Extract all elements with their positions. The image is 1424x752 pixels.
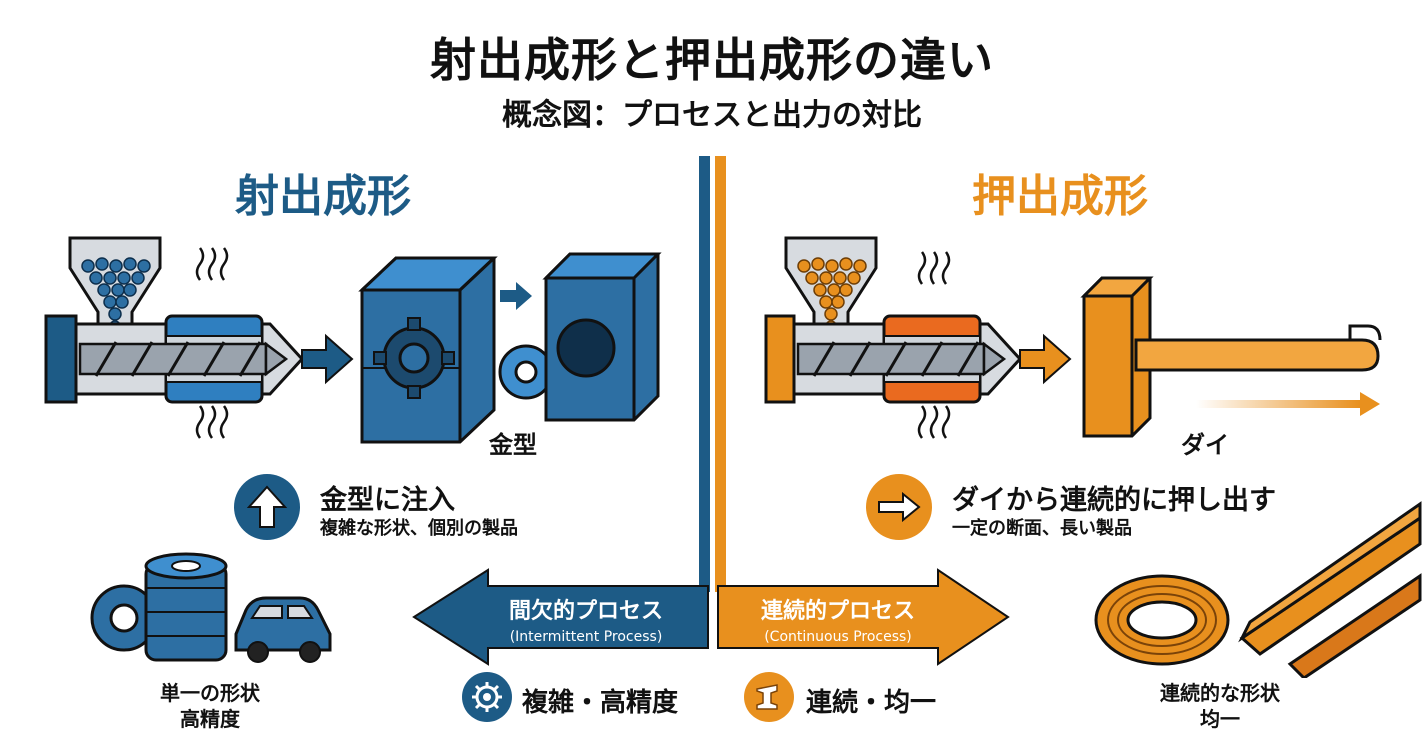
heat-wave-icon	[917, 251, 951, 439]
hopper	[784, 236, 878, 334]
injection-action-desc: 複雑な形状、個別の製品	[320, 518, 518, 539]
divider-extrusion	[715, 156, 726, 592]
intermittent-process-en: (Intermittent Process)	[509, 629, 663, 645]
injection-output-label: 単一の形状 高精度	[130, 680, 290, 732]
injection-machine-illustration	[44, 236, 354, 439]
extrusion-machine-illustration	[764, 236, 1072, 439]
beam-profile-icon	[744, 672, 794, 722]
continuous-process-title: 連続的プロセス	[760, 599, 915, 624]
injection-output-line2: 高精度	[180, 707, 240, 731]
mold-illustration	[358, 252, 662, 444]
rail-profile	[1238, 501, 1422, 678]
gear-stack	[144, 552, 228, 662]
hopper	[68, 236, 162, 334]
extrusion-feature-label: 連続・均一	[806, 688, 937, 718]
continuous-process-en: (Continuous Process)	[764, 629, 912, 645]
intermittent-process-label: 間欠的プロセス (Intermittent Process)	[486, 593, 686, 645]
divider-injection	[699, 156, 710, 592]
injection-feature-label: 複雑・高精度	[522, 688, 679, 718]
extrusion-heading: 押出成形	[972, 171, 1148, 222]
die-label: ダイ	[1181, 431, 1229, 459]
injection-output-illustration	[90, 552, 332, 663]
injection-action-title: 金型に注入	[320, 485, 455, 516]
continuous-process-arrow	[717, 568, 1010, 666]
heat-wave-icon	[195, 247, 229, 439]
continuous-process-label: 連続的プロセス (Continuous Process)	[738, 593, 938, 645]
extrusion-action-title: ダイから連続的に押し出す	[952, 485, 1276, 516]
extrusion-action-desc: 一定の断面、長い製品	[952, 518, 1132, 539]
page-subtitle: 概念図：プロセスと出力の対比	[502, 98, 922, 133]
injection-output-line1: 単一の形状	[160, 681, 260, 705]
gear-icon	[90, 584, 158, 652]
intermittent-process-arrow	[412, 568, 709, 666]
arrow-right-icon	[866, 474, 932, 540]
extrusion-output-line2: 均一	[1200, 707, 1240, 731]
injection-heading: 射出成形	[235, 171, 411, 222]
page-title: 射出成形と押出成形の違い	[430, 33, 994, 87]
arrow-up-icon	[234, 474, 300, 540]
gear-icon	[498, 344, 554, 400]
extrusion-output-line1: 連続的な形状	[1160, 681, 1280, 705]
car-icon	[234, 596, 332, 663]
extrusion-output-label: 連続的な形状 均一	[1120, 680, 1320, 732]
mold-label: 金型	[489, 431, 537, 459]
gear-icon	[462, 672, 512, 722]
intermittent-process-title: 間欠的プロセス	[508, 599, 663, 624]
coil-icon	[1094, 574, 1230, 666]
extrusion-output-illustration	[1094, 501, 1422, 678]
die-illustration	[1080, 276, 1382, 438]
gear-icon	[373, 317, 455, 399]
